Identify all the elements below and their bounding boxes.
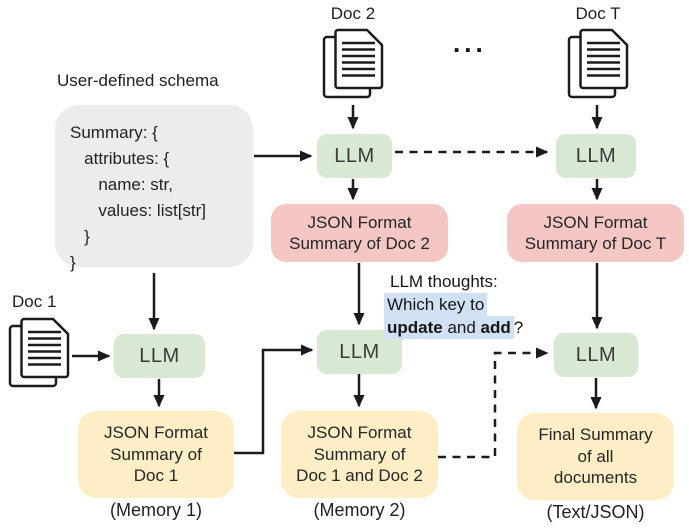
schema-title: User-defined schema [57, 71, 219, 90]
llm-label: LLM [334, 144, 375, 167]
llm-thoughts-line1: LLM thoughts: [390, 272, 498, 291]
memory2-text: JSON Format Summary of Doc 1 and Doc 2 [296, 423, 423, 486]
summary-docT-text: JSON Format Summary of Doc T [524, 212, 667, 254]
final-summary-text: Final Summary of all documents [538, 425, 653, 488]
schema-line: } [70, 227, 90, 246]
llm-label: LLM [575, 144, 617, 167]
thought-word-update: update [387, 318, 443, 337]
summary-docT-box: JSON Format Summary of Doc T [507, 204, 684, 262]
memory1-box: JSON Format Summary of Doc 1 [78, 411, 234, 498]
memory2-box: JSON Format Summary of Doc 1 and Doc 2 [281, 411, 438, 498]
doc2-icon [322, 28, 384, 99]
docT-icon [567, 28, 629, 99]
memory1-caption: (Memory 1) [109, 500, 202, 520]
llm-node-docT: LLM [556, 134, 636, 178]
final-summary-caption: (Text/JSON) [546, 502, 645, 522]
memory1-text: JSON Format Summary of Doc 1 [104, 423, 208, 486]
arrow-memory2-to-llm-final-dashed [438, 347, 549, 459]
docT-label: Doc T [575, 4, 621, 23]
llm-node-final: LLM [554, 333, 638, 377]
doc1-icon [8, 317, 70, 388]
doc2-label: Doc 2 [330, 4, 376, 23]
llm-thoughts-line2: Which key to [384, 293, 488, 316]
memory2-caption: (Memory 2) [313, 500, 406, 520]
thought-word-and: and [442, 318, 481, 337]
llm-label: LLM [139, 344, 180, 367]
summary-doc2-text: JSON Format Summary of Doc 2 [289, 212, 430, 254]
schema-line: } [70, 253, 76, 272]
doc1-label: Doc 1 [12, 292, 57, 311]
llm-label: LLM [575, 343, 617, 366]
schema-box: Summary: { attributes: { name: str, valu… [55, 105, 253, 272]
summary-doc2-box: JSON Format Summary of Doc 2 [271, 204, 448, 262]
thought-question-mark: ? [513, 318, 524, 337]
llm-label: LLM [339, 340, 380, 363]
llm-node-doc2: LLM [317, 134, 392, 178]
final-summary-box: Final Summary of all documents [517, 413, 674, 500]
schema-line: attributes: { [70, 149, 170, 168]
llm-node-doc1: LLM [114, 334, 205, 378]
schema-line: Summary: { [70, 123, 158, 142]
ellipsis: ... [453, 28, 487, 58]
thought-word-add: add [480, 318, 511, 337]
schema-line: values: list[str] [70, 201, 207, 220]
schema-line: name: str, [70, 175, 173, 194]
arrow-memory1-to-llm-merge [234, 344, 314, 455]
llm-thoughts: LLM thoughts: Which key to update and ad… [384, 270, 523, 339]
